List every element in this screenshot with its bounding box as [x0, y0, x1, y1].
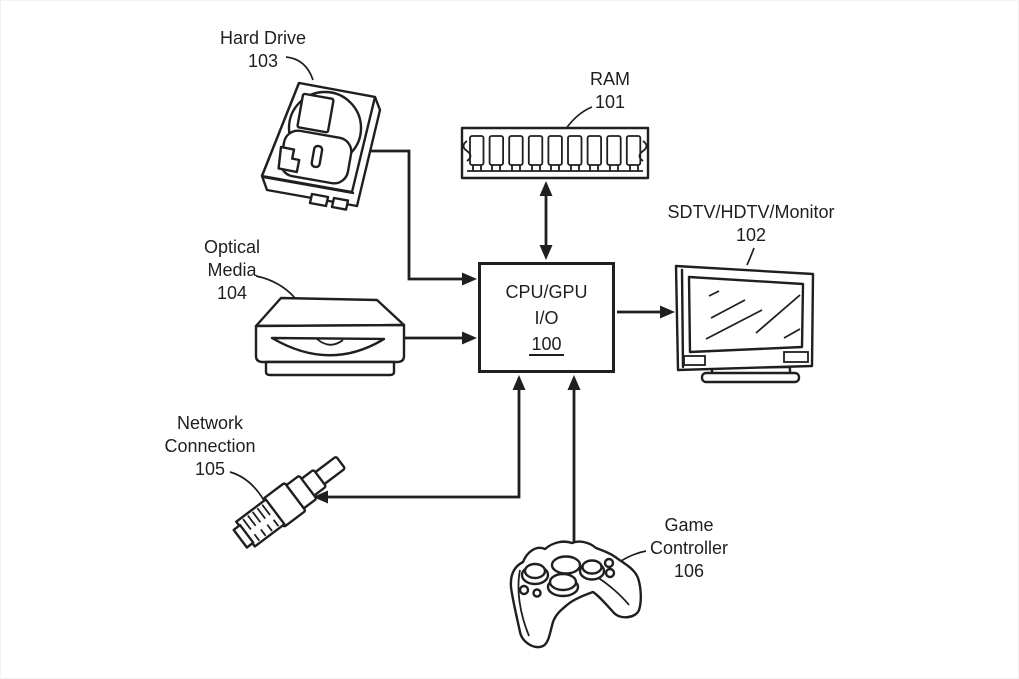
screen-glare — [705, 290, 801, 340]
optical-media-name-line1: Optical — [203, 237, 261, 257]
leader-ram — [564, 106, 593, 131]
game-controller-icon — [509, 540, 642, 649]
cpu-ref-number: 100 — [529, 333, 564, 356]
network-ref: 105 — [194, 459, 226, 479]
ram-icon — [460, 126, 650, 180]
cpu-label-line2: I/O — [534, 307, 559, 328]
display-name: SDTV/HDTV/Monitor — [667, 202, 835, 222]
game-controller-label: Game Controller 106 — [650, 514, 728, 583]
leader-optical — [255, 275, 296, 299]
hard-drive-label: Hard Drive 103 — [220, 27, 306, 73]
network-connection-label: Network Connection 105 — [164, 412, 255, 481]
cpu-gpu-io-block: CPU/GPU I/O 100 — [478, 262, 615, 373]
network-name-line1: Network — [176, 413, 244, 433]
ram-name: RAM — [590, 69, 630, 89]
controller-ref: 106 — [673, 561, 705, 581]
leader-hard-drive — [285, 56, 314, 81]
hard-drive-name: Hard Drive — [219, 28, 307, 48]
connection-lines — [313, 149, 675, 546]
ram-label: RAM 101 — [590, 68, 630, 114]
monitor-icon — [674, 264, 815, 384]
optical-drive-icon — [254, 296, 406, 377]
display-label: SDTV/HDTV/Monitor 102 — [667, 201, 834, 247]
edge-cpu-network — [327, 388, 521, 499]
leader-display — [746, 247, 755, 266]
controller-name-line2: Controller — [649, 538, 729, 558]
network-plug-icon — [232, 456, 346, 549]
hard-drive-icon — [260, 81, 382, 211]
hard-drive-ref: 103 — [247, 51, 279, 71]
ram-pins — [472, 165, 639, 171]
ram-ref: 101 — [594, 92, 626, 112]
optical-media-label: Optical Media 104 — [204, 236, 260, 305]
network-name-line2: Connection — [164, 436, 256, 456]
optical-media-name-line2: Media — [207, 260, 257, 280]
optical-media-ref: 104 — [216, 283, 248, 303]
cpu-label-line1: CPU/GPU — [505, 281, 588, 302]
edge-harddrive-cpu — [362, 149, 463, 281]
controller-name-line1: Game — [664, 515, 714, 535]
display-ref: 102 — [735, 225, 767, 245]
